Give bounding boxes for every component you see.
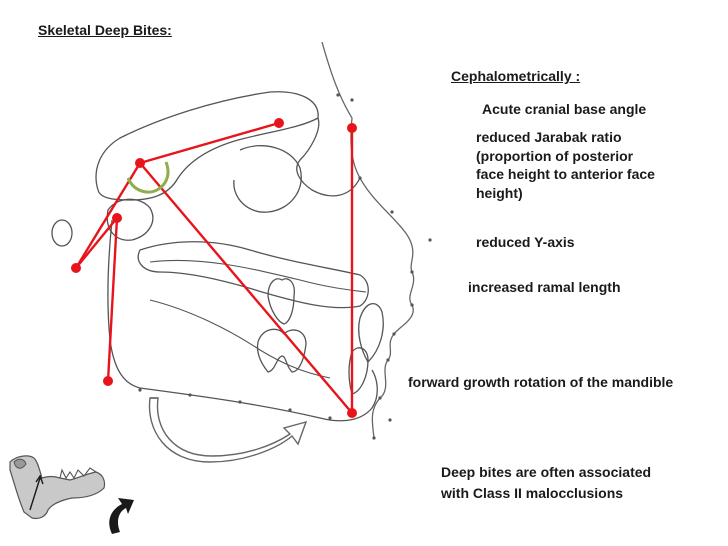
finding-jarabak-line: height) (476, 184, 523, 201)
sella-point (135, 158, 145, 168)
soft-tissue-dots (336, 93, 432, 440)
menton-point (347, 408, 357, 418)
class-ii-note: Deep bites are often associated with Cla… (441, 462, 651, 504)
basion-point (71, 263, 81, 273)
note-line: with Class II malocclusions (441, 485, 624, 501)
landmark-lines (74, 121, 354, 414)
finding-ramal-length: increased ramal length (468, 279, 621, 295)
mandible-dots (138, 388, 332, 420)
mandible-thumbnail-icon (9, 455, 106, 520)
finding-jarabak-line: face height to anterior face (476, 166, 655, 182)
palate-line (149, 259, 367, 293)
upper-molar (267, 278, 295, 325)
curved-arrow-icon (148, 397, 308, 463)
y-axis-line (139, 162, 353, 414)
finding-y-axis: reduced Y-axis (476, 234, 575, 250)
ramus-line-2 (75, 217, 118, 269)
landmark-points (71, 118, 357, 418)
sella-outline (106, 198, 154, 241)
finding-jarabak-line: reduced Jarabak ratio (476, 129, 622, 145)
maxilla-outline (137, 241, 369, 309)
lower-incisor (348, 347, 369, 395)
sba-line (74, 162, 142, 269)
rotation-arrow-icon (109, 498, 134, 534)
soft-tissue-profile (321, 41, 415, 439)
cranial-base-angle-arc (126, 161, 170, 194)
articulare-point (112, 213, 122, 223)
soft-nasion-point (347, 123, 357, 133)
finding-cranial-base: Acute cranial base angle (482, 101, 647, 117)
note-line: Deep bites are often associated (441, 464, 652, 480)
cephalometric-heading: Cephalometrically : (451, 68, 581, 84)
mandible-outline (107, 219, 378, 422)
finding-jarabak: reduced Jarabak ratio (proportion of pos… (476, 128, 655, 202)
finding-rotation: forward growth rotation of the mandible (408, 374, 674, 390)
frontal-outline (296, 117, 361, 197)
gonion-point (103, 376, 113, 386)
sn-line (139, 121, 280, 165)
mandible-inner (149, 299, 331, 379)
ramus-line (106, 217, 119, 382)
cranial-outline (95, 91, 319, 201)
upper-incisor (358, 303, 384, 364)
nasion-point (274, 118, 284, 128)
finding-jarabak-line: (proportion of posterior (476, 147, 634, 164)
page-title: Skeletal Deep Bites: (38, 22, 172, 38)
ear-rod (51, 219, 73, 247)
orbit-outline (233, 145, 302, 213)
